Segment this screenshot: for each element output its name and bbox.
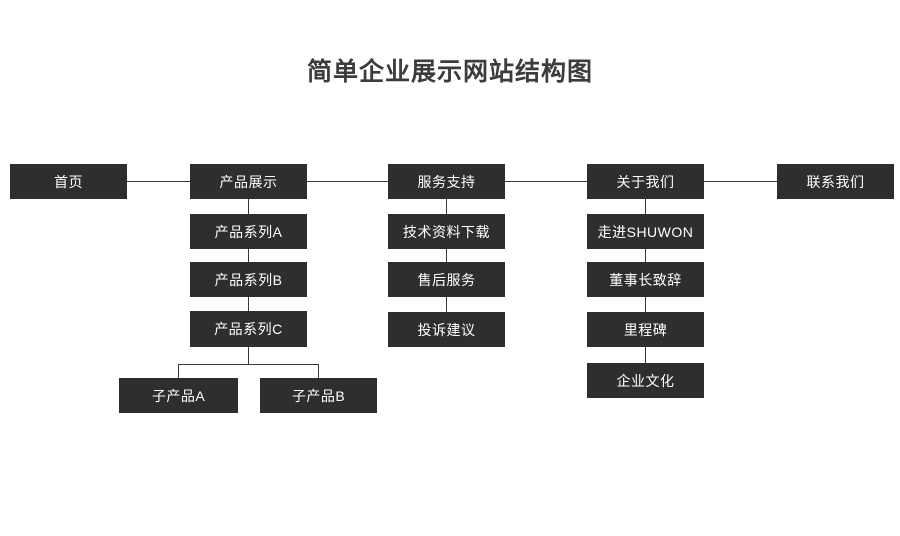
node-corporate-culture[interactable]: 企业文化 xyxy=(587,363,704,398)
node-after-sales[interactable]: 售后服务 xyxy=(388,262,505,297)
node-contact-us-label: 联系我们 xyxy=(806,173,865,190)
node-subproduct-b[interactable]: 子产品B xyxy=(260,378,377,413)
connector-service-to-about xyxy=(505,181,587,182)
connector-series-a-to-series-b xyxy=(248,249,249,262)
node-service-support[interactable]: 服务支持 xyxy=(388,164,505,199)
node-complaints[interactable]: 投诉建议 xyxy=(388,312,505,347)
connector-home-to-products xyxy=(127,181,190,182)
node-subproduct-b-label: 子产品B xyxy=(291,387,346,404)
page-title: 简单企业展示网站结构图 xyxy=(306,58,593,86)
connector-chairman-to-milestone xyxy=(645,297,646,312)
connector-products-to-service xyxy=(307,181,388,182)
connector-bus-to-subproduct-a xyxy=(178,364,179,378)
node-milestone-label: 里程碑 xyxy=(623,321,668,338)
connector-intro-to-chairman xyxy=(645,249,646,262)
node-products[interactable]: 产品展示 xyxy=(190,164,307,199)
node-subproduct-a-label: 子产品A xyxy=(151,387,206,404)
connector-products-to-series-a xyxy=(248,199,249,214)
node-home-label: 首页 xyxy=(54,173,83,190)
node-after-sales-label: 售后服务 xyxy=(417,271,476,288)
connector-aftersales-to-complaints xyxy=(446,297,447,312)
node-complaints-label: 投诉建议 xyxy=(417,321,476,338)
connector-bus-to-subproduct-b xyxy=(318,364,319,378)
connector-service-to-downloads xyxy=(446,199,447,214)
node-home[interactable]: 首页 xyxy=(10,164,127,199)
node-product-series-b[interactable]: 产品系列B xyxy=(190,262,307,297)
node-about-shuwon-label: 走进SHUWON xyxy=(597,223,694,240)
node-tech-downloads-label: 技术资料下载 xyxy=(403,223,490,240)
node-product-series-a[interactable]: 产品系列A xyxy=(190,214,307,249)
node-product-series-c-label: 产品系列C xyxy=(214,321,283,337)
node-milestone[interactable]: 里程碑 xyxy=(587,312,704,347)
node-about-shuwon[interactable]: 走进SHUWON xyxy=(587,214,704,249)
node-product-series-b-label: 产品系列B xyxy=(214,271,283,288)
connector-milestone-to-culture xyxy=(645,347,646,363)
node-subproduct-a[interactable]: 子产品A xyxy=(119,378,238,413)
connector-downloads-to-aftersales xyxy=(446,249,447,262)
connector-about-to-contact xyxy=(704,181,777,182)
node-service-support-label: 服务支持 xyxy=(417,173,476,190)
node-contact-us[interactable]: 联系我们 xyxy=(777,164,894,199)
node-chairman-message[interactable]: 董事长致辞 xyxy=(587,262,704,297)
connector-subproducts-bus xyxy=(178,364,319,365)
connector-series-b-to-series-c xyxy=(248,297,249,311)
node-chairman-message-label: 董事长致辞 xyxy=(609,271,682,288)
node-corporate-culture-label: 企业文化 xyxy=(616,372,675,389)
node-products-label: 产品展示 xyxy=(219,173,278,190)
node-tech-downloads[interactable]: 技术资料下载 xyxy=(388,214,505,249)
node-about-us-label: 关于我们 xyxy=(616,173,675,190)
connector-about-to-intro xyxy=(645,199,646,214)
node-product-series-a-label: 产品系列A xyxy=(214,223,283,240)
connector-series-c-stem xyxy=(248,347,249,365)
node-product-series-c[interactable]: 产品系列C xyxy=(190,311,307,347)
node-about-us[interactable]: 关于我们 xyxy=(587,164,704,199)
